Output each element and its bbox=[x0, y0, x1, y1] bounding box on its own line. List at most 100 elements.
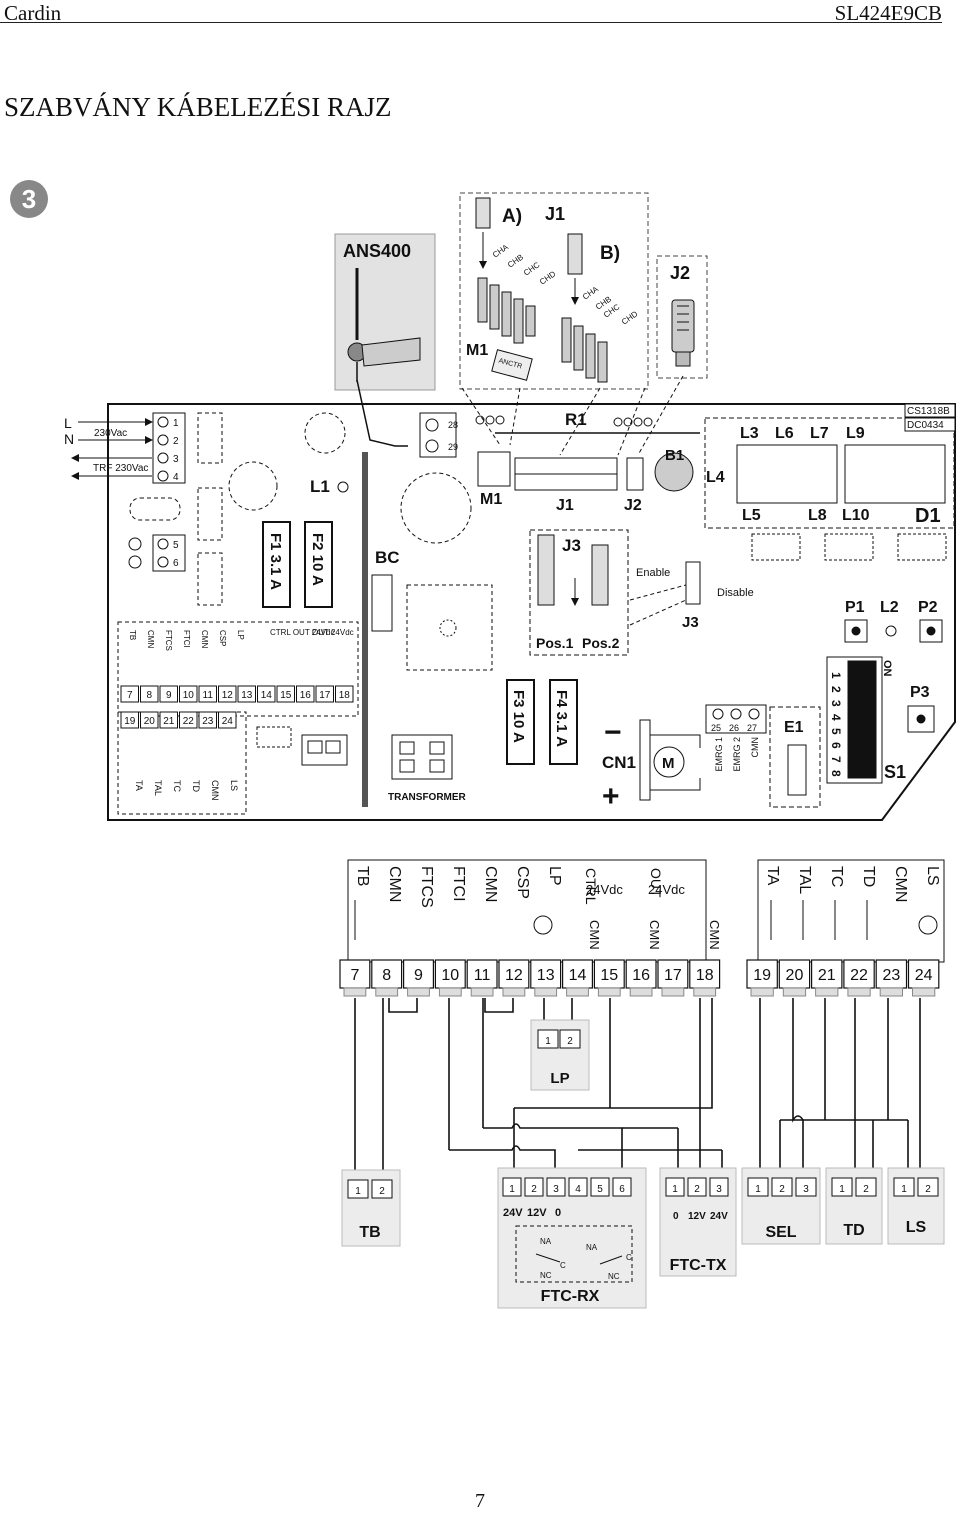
board-label-bottom: TD bbox=[191, 780, 201, 792]
l8-label: L8 bbox=[808, 507, 827, 524]
ftc-rx-c-1: C bbox=[560, 1261, 566, 1270]
ftc-tx-pins-1: 1 bbox=[672, 1184, 678, 1195]
chc-label-a: CHC bbox=[522, 260, 542, 277]
board-term-19: 19 bbox=[124, 716, 136, 727]
emrg2-label: EMRG 2 bbox=[732, 737, 742, 772]
terminal-7: 7 bbox=[350, 967, 359, 984]
l10-label: L10 bbox=[842, 507, 870, 524]
ftc-rx-12v: 12V bbox=[527, 1207, 547, 1219]
term-4: 4 bbox=[173, 472, 179, 483]
terminal-label-cmn: CMN bbox=[647, 920, 662, 950]
term-3: 3 bbox=[173, 454, 179, 465]
dip-6: 6 bbox=[829, 742, 843, 749]
ftc-tx-device-label: FTC-TX bbox=[670, 1257, 727, 1274]
terminal-label-cmn: CMN bbox=[482, 866, 499, 902]
board-term-20: 20 bbox=[144, 716, 156, 727]
ftc-rx-device-label: FTC-RX bbox=[541, 1288, 600, 1305]
ftc-rx-pins-3: 3 bbox=[553, 1184, 559, 1195]
trf-label: TRF 230Vac bbox=[93, 463, 148, 474]
terminal-label-ftcs: FTCS bbox=[418, 866, 435, 908]
ftc-rx-pins-1: 1 bbox=[509, 1184, 515, 1195]
ftc-rx-c-2: C bbox=[626, 1253, 632, 1262]
brand-name: Cardin bbox=[4, 1, 62, 25]
terminal-24: 24 bbox=[915, 967, 933, 984]
jumper-b-pins bbox=[561, 233, 608, 383]
motor-label: M bbox=[662, 755, 675, 772]
cha-label-b: CHA bbox=[581, 284, 601, 301]
r1-label: R1 bbox=[565, 410, 587, 429]
terminal-label-cmn: CMN bbox=[386, 866, 403, 902]
j3-board-label: J3 bbox=[682, 614, 699, 631]
terminal-10: 10 bbox=[441, 967, 459, 984]
fuse-f1-label: F1 3.1 A bbox=[267, 533, 284, 590]
term-25: 25 bbox=[711, 723, 721, 733]
cha-label-a: CHA bbox=[491, 242, 511, 259]
ftc-tx-24v: 24V bbox=[710, 1211, 728, 1222]
board-term-18: 18 bbox=[339, 690, 351, 701]
ctrl-label: CTRL bbox=[583, 868, 599, 905]
p2-label: P2 bbox=[918, 599, 938, 616]
board-term-22: 22 bbox=[183, 716, 195, 727]
ftc-tx-0: 0 bbox=[673, 1211, 679, 1222]
j2-board-label: J2 bbox=[624, 497, 642, 514]
sel-pins-1: 1 bbox=[755, 1184, 761, 1195]
terminal-label-td: TD bbox=[860, 866, 877, 887]
ftc-rx-nc-1: NC bbox=[540, 1271, 552, 1280]
term-5: 5 bbox=[173, 540, 179, 551]
board-term-12: 12 bbox=[222, 690, 234, 701]
terminal-23: 23 bbox=[882, 967, 900, 984]
antenna-label: ANS400 bbox=[343, 241, 411, 261]
board-term-16: 16 bbox=[300, 690, 312, 701]
td-pins-2: 2 bbox=[863, 1184, 869, 1195]
ctrl-24vdc: 24Vdc bbox=[586, 882, 623, 897]
disable-label: Disable bbox=[717, 587, 754, 599]
board-label-bottom: CMN bbox=[210, 780, 220, 801]
term-1: 1 bbox=[173, 418, 179, 429]
antenna-box: ANS400 bbox=[334, 233, 436, 391]
l7-label: L7 bbox=[810, 425, 829, 442]
board-term-23: 23 bbox=[202, 716, 214, 727]
ground-icon bbox=[128, 555, 142, 569]
board-term-10: 10 bbox=[183, 690, 195, 701]
board-label-top: CMN bbox=[146, 630, 155, 648]
p3-label: P3 bbox=[910, 684, 930, 701]
board-label-top: CSP bbox=[218, 630, 227, 646]
board-term-17: 17 bbox=[319, 690, 331, 701]
board-label-bottom: TAL bbox=[153, 780, 163, 796]
ftc-rx-nc-2: NC bbox=[608, 1272, 620, 1281]
terminal-8: 8 bbox=[382, 967, 391, 984]
ftc-rx-pins-4: 4 bbox=[575, 1184, 581, 1195]
p3-button bbox=[916, 714, 926, 724]
j3-label: J3 bbox=[562, 536, 581, 555]
terminal-label-cmn: CMN bbox=[707, 920, 722, 950]
board-label-top: LP bbox=[236, 630, 245, 640]
terminal-11: 11 bbox=[474, 967, 491, 984]
ftc-rx-24v: 24V bbox=[503, 1207, 523, 1219]
l5-label: L5 bbox=[742, 507, 761, 524]
j2-label: J2 bbox=[670, 263, 690, 283]
terminal-19: 19 bbox=[753, 967, 771, 984]
board-label-bottom: TC bbox=[172, 780, 182, 792]
l2-label: L2 bbox=[880, 599, 899, 616]
board-label-top: FTCS bbox=[164, 630, 173, 651]
module-chip: ANCTR bbox=[491, 349, 533, 381]
term-28: 28 bbox=[448, 420, 458, 430]
terminal-21: 21 bbox=[818, 967, 836, 984]
ground-icon bbox=[128, 537, 142, 551]
jumper-a-pins bbox=[475, 197, 536, 344]
board-label-bottom: LS bbox=[229, 780, 239, 791]
terminal-18: 18 bbox=[696, 967, 714, 984]
out-label: OUT bbox=[648, 868, 664, 898]
cn1-plus: + bbox=[602, 780, 620, 813]
sel-device-label: SEL bbox=[765, 1224, 796, 1241]
ls-device-label: LS bbox=[906, 1219, 927, 1236]
